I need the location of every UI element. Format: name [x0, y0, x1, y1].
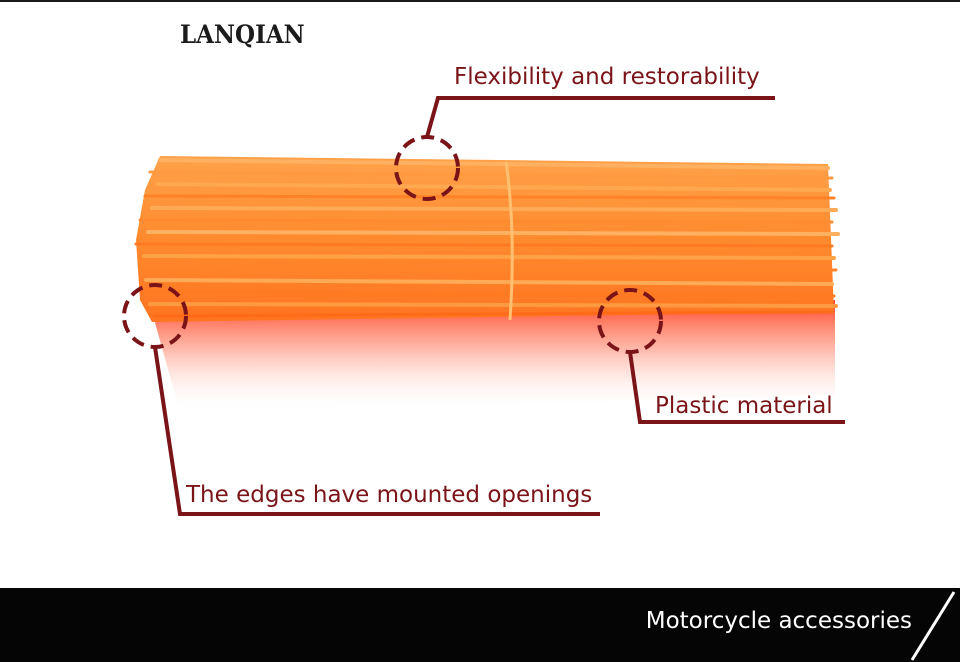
- callout-plastic-marker: [597, 288, 845, 424]
- callout-edges-label: The edges have mounted openings: [186, 482, 593, 508]
- cable-tie: [504, 161, 514, 321]
- footer-label: Motorcycle accessories: [645, 608, 912, 634]
- spoke-bundle: [136, 156, 834, 322]
- product-illustration: [122, 96, 845, 516]
- brand-logo: LANQIAN: [180, 20, 305, 49]
- bundle-reflection: [152, 300, 835, 412]
- callout-plastic-label: Plastic material: [655, 393, 833, 419]
- callout-edges-marker: [122, 283, 600, 516]
- spoke-lines: [134, 158, 840, 318]
- top-border: [0, 0, 960, 2]
- footer-banner: Motorcycle accessories: [0, 588, 960, 662]
- callout-flexibility-marker: [394, 96, 775, 201]
- footer-slash-icon: [910, 591, 956, 661]
- callout-flexibility-label: Flexibility and restorability: [454, 64, 760, 90]
